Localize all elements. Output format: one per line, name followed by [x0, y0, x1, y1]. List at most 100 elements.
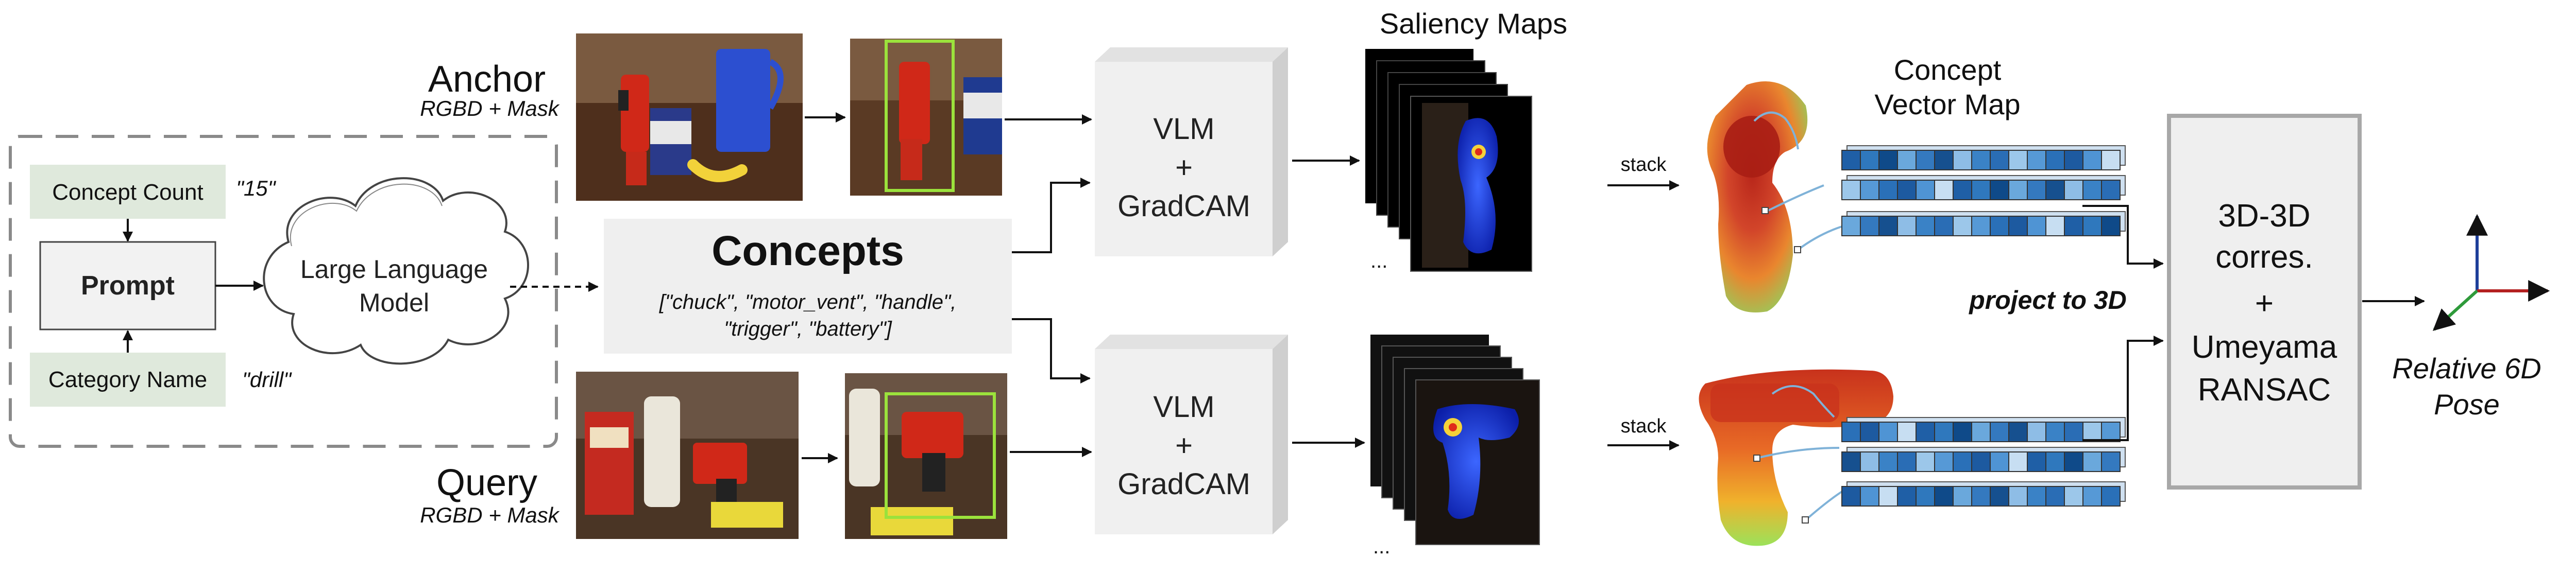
query-leader-1: [1771, 385, 1835, 418]
concept-count-box: [30, 165, 226, 219]
saliency-anchor-hotspot-core: [1475, 148, 1482, 155]
vector-cell: [2045, 180, 2065, 200]
corres-line1: 3D-3D: [2218, 198, 2310, 234]
anchor-row: Anchor RGBD + Mask: [420, 33, 1092, 201]
vector-cell: [2008, 422, 2028, 442]
vector-cell: [2008, 216, 2028, 236]
arrow-anchor-vectors-to-corres: [2082, 205, 2164, 269]
saliency-anchor-ellipsis: ...: [1370, 250, 1387, 272]
vector-cell: [2008, 180, 2028, 200]
query-subtitle: RGBD + Mask: [420, 503, 560, 527]
vector-cell: [1916, 486, 1935, 507]
vector-cell: [2008, 150, 2028, 170]
vector-cell: [2082, 150, 2102, 170]
arrow-concepts-to-anchor-vlm: [1012, 178, 1091, 253]
vector-cell: [1990, 422, 2009, 442]
category-name-label: Category Name: [48, 367, 207, 392]
concept-count-value: "15": [236, 176, 277, 200]
vector-cell: [1841, 451, 1861, 472]
vector-cell: [2008, 486, 2028, 507]
vector-cell: [2082, 180, 2102, 200]
vector-cell: [1916, 150, 1935, 170]
vlm-anchor-face: [1095, 62, 1273, 256]
vector-cell: [1916, 422, 1935, 442]
vector-cell: [2064, 486, 2083, 507]
anchor-leader-1: [1753, 111, 1799, 150]
vector-cell: [2045, 451, 2065, 472]
vector-cell: [2101, 216, 2121, 236]
vlm-query-side: [1273, 335, 1288, 534]
vector-cell: [1916, 180, 1935, 200]
vector-cell: [1971, 422, 1991, 442]
vector-cell: [1878, 150, 1898, 170]
vector-cell: [1953, 422, 1972, 442]
vector-cell: [2064, 150, 2083, 170]
corres-line5: RANSAC: [2198, 372, 2331, 408]
query-3d-heatmap: [1699, 369, 1893, 546]
vlm-query-block: VLM + GradCAM: [1095, 335, 1288, 534]
vector-cell: [1990, 216, 2009, 236]
query-point-2: [1753, 455, 1760, 462]
vector-cell: [1990, 451, 2009, 472]
query-scene-image: [576, 372, 799, 539]
query-concept-vector-3: [1841, 481, 2126, 507]
saliency-stack-query: ...: [1370, 335, 1540, 558]
vector-cell: [1971, 216, 1991, 236]
vector-cell: [2101, 422, 2121, 442]
anchor-point-3: [1794, 246, 1801, 253]
vector-cell: [1971, 486, 1991, 507]
vector-cell: [1990, 150, 2009, 170]
vector-cell: [1934, 422, 1954, 442]
query-leader-3: [1805, 491, 1843, 521]
corres-line2: corres.: [2215, 239, 2313, 275]
vlm-query-face: [1095, 349, 1273, 534]
vector-cell: [1878, 216, 1898, 236]
vector-cell: [2101, 486, 2121, 507]
saliency-anchor-blob: [1458, 118, 1498, 254]
vector-cell: [1878, 180, 1898, 200]
vector-cell: [2101, 451, 2121, 472]
vector-cell: [1971, 451, 1991, 472]
vector-cell: [2082, 216, 2102, 236]
llm-prompt-group: Concept Count "15" Prompt Category Name …: [9, 135, 599, 448]
llm-label-line1: Large Language: [300, 255, 488, 284]
vector-cell: [1860, 216, 1879, 236]
vector-cell: [1953, 451, 1972, 472]
axis-y: [2432, 289, 2479, 331]
vector-cell: [2101, 150, 2121, 170]
vlm-anchor-line3: GradCAM: [1117, 189, 1250, 223]
query-bbox: [885, 392, 996, 519]
vlm-anchor-line1: VLM: [1153, 112, 1214, 146]
vector-cell: [1841, 486, 1861, 507]
saliency-query-ellipsis: ...: [1373, 535, 1390, 558]
vlm-anchor-top: [1095, 47, 1288, 62]
vector-cell: [2045, 486, 2065, 507]
vector-cell: [2045, 216, 2065, 236]
vector-cell: [1934, 180, 1954, 200]
vector-cell: [1860, 150, 1879, 170]
anchor-3d-heatmap: [1707, 81, 1842, 313]
concepts-title: Concepts: [711, 228, 904, 274]
vlm-anchor-block: VLM + GradCAM: [1095, 47, 1288, 256]
vector-cell: [1990, 180, 2009, 200]
anchor-title: Anchor: [428, 59, 546, 100]
correspondence-rect: [2167, 114, 2362, 490]
vector-cell: [1878, 451, 1898, 472]
vector-cell: [2027, 216, 2046, 236]
vector-cell: [2045, 150, 2065, 170]
category-name-value: "drill": [242, 368, 292, 392]
vector-cell: [2027, 422, 2046, 442]
saliency-title: Saliency Maps: [1380, 7, 1567, 40]
saliency-stack-anchor: ...: [1365, 49, 1532, 272]
vector-cell: [1860, 180, 1879, 200]
vector-cell: [1953, 180, 1972, 200]
anchor-subtitle: RGBD + Mask: [420, 96, 560, 120]
vector-cell: [1953, 486, 1972, 507]
stack-label-query: stack: [1621, 415, 1667, 437]
vector-cell: [2101, 180, 2121, 200]
vector-cell: [1916, 216, 1935, 236]
stack-label-anchor: stack: [1621, 154, 1667, 176]
vector-cell: [1990, 486, 2009, 507]
anchor-scene-image: [576, 33, 803, 201]
concept-count-label: Concept Count: [52, 180, 204, 205]
